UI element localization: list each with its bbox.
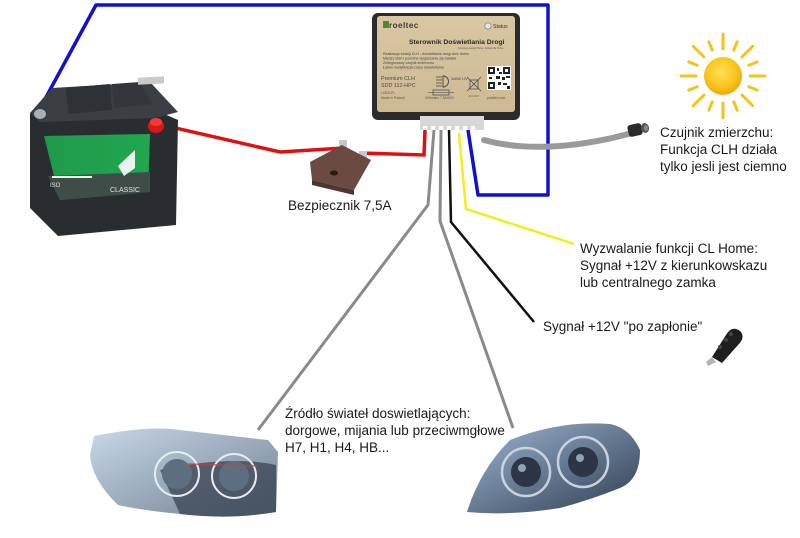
headlight-left — [90, 428, 278, 517]
light-output-wire-right — [438, 129, 515, 429]
dusk-sensor — [627, 123, 650, 137]
light-source-label-line: dorgowe, mijania lub przeciwmgłowe — [285, 423, 505, 438]
controller-feature: Realizacja funkcji CLH - doświetlanie dr… — [383, 52, 469, 56]
status-label: Status — [493, 24, 508, 30]
sun-ray — [707, 40, 714, 52]
ignition-wire — [447, 129, 535, 323]
controller-box: roeltec Status Sterownik Doświetlania Dr… — [372, 13, 520, 130]
controller-brand: roeltec — [389, 21, 419, 30]
controller-version: v1.0 2017 — [468, 94, 480, 98]
controller-model-code: SDD 112-HPC — [381, 83, 416, 89]
dusk-sensor-label-line: Czujnik zmierzchu: — [660, 125, 774, 140]
power-wire-battery — [157, 122, 345, 154]
sun-ray — [732, 100, 739, 112]
trigger-label-line: lub centralnego zamka — [580, 275, 716, 290]
controller-fuse-rating: UN/maks 7,5A/32V — [425, 96, 455, 100]
controller-subtitle: Coming Leaving Home, Follow Me Home — [458, 47, 504, 50]
controller-feature: Zintegrowany czujnik zmierzchu — [383, 61, 434, 65]
dusk-sensor-label-line: tylko jesli jest ciemno — [660, 159, 787, 174]
sun-ray — [687, 85, 699, 92]
headlight-right — [467, 423, 640, 514]
dusk-sensor-label: Czujnik zmierzchu: Funkcja CLH działa ty… — [660, 124, 787, 175]
sun-ray — [707, 100, 714, 112]
battery-code-label: ISO — [50, 183, 61, 189]
sun-ray — [740, 93, 755, 108]
controller-origin-country: Made in Poland — [381, 96, 405, 100]
sun-disc — [704, 57, 742, 95]
trigger-label-line: Wyzwalanie funkcji CL Home: — [580, 241, 758, 256]
dusk-sensor-label-line: Funkcja CLH działa — [660, 142, 778, 157]
ignition-label: Sygnał +12V "po zapłonie" — [543, 318, 702, 335]
fuse-symbol-icon — [428, 89, 454, 96]
controller-rating: 2x65W 12V — [451, 77, 468, 81]
qr-code-icon — [487, 66, 511, 90]
sun-icon — [679, 32, 767, 120]
light-source-label: Źródło świateł doswietlających: dorgowe,… — [285, 405, 505, 456]
ignition-label-text: Sygnał +12V "po zapłonie" — [543, 319, 703, 334]
status-led — [484, 22, 492, 30]
controller-model: Premium CLH — [381, 76, 415, 82]
controller-feature: Łatwa modyfikacja czasu doświetlania — [383, 66, 444, 70]
headlight-symbol-icon — [436, 75, 449, 88]
trigger-wire — [457, 132, 575, 246]
sun-ray — [747, 85, 759, 92]
light-output-wire-left — [256, 129, 436, 431]
sensor-cable — [481, 130, 635, 150]
controller-website: proeltec.com — [487, 96, 506, 100]
controller-feature: Między start i powolne wygaszanie się św… — [383, 57, 456, 61]
trigger-label: Wyzwalanie funkcji CL Home: Sygnał +12V … — [580, 240, 767, 291]
car-key-icon — [706, 328, 743, 366]
fuse-label: Bezpiecznik 7,5A — [288, 198, 392, 213]
recycle-bin-icon — [466, 76, 482, 92]
controller-origin: LODZ-PL — [381, 91, 395, 95]
light-source-label-line: H7, H1, H4, HB... — [285, 440, 390, 455]
battery: CLASSIC ISO — [30, 76, 178, 236]
ground-wire — [36, 3, 550, 197]
battery-brand-label: CLASSIC — [110, 187, 140, 194]
controller-title: Sterownik Doświetlania Drogi — [409, 39, 505, 46]
light-source-label-line: Źródło świateł doswietlających: — [285, 406, 471, 421]
fuse — [310, 140, 371, 195]
sun-ray — [747, 60, 759, 67]
sun-ray — [732, 40, 739, 52]
sun-ray — [687, 60, 699, 67]
power-wire-controller — [359, 129, 427, 157]
sun-ray — [691, 44, 706, 59]
trigger-label-line: Sygnał +12V z kierunkowskazu — [580, 258, 768, 273]
sun-ray — [691, 93, 706, 108]
battery-negative-terminal — [34, 109, 46, 119]
sun-ray — [740, 44, 755, 59]
